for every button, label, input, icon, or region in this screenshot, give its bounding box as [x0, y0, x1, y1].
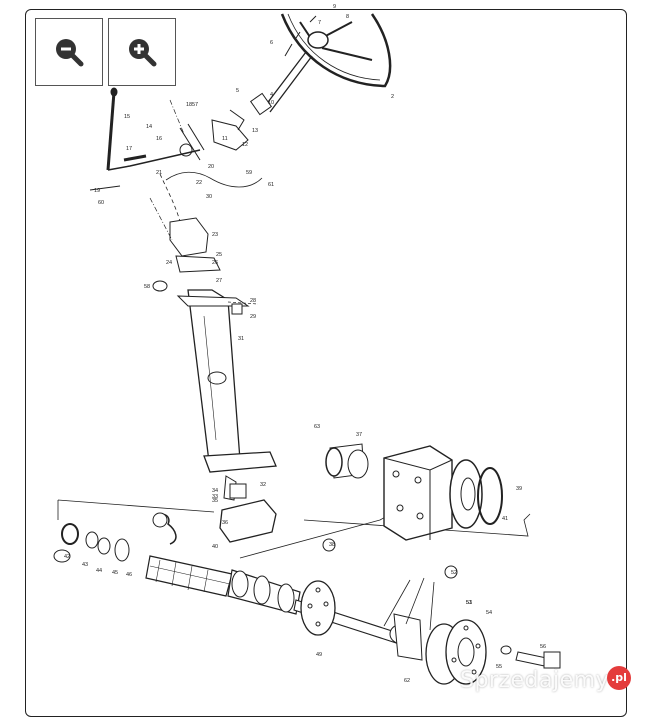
part-label-2: 2	[391, 94, 394, 100]
part-label-60: 60	[98, 200, 104, 206]
part-label-15: 15	[124, 114, 130, 120]
part-label-37: 37	[356, 432, 362, 438]
part-label-27: 27	[216, 278, 222, 284]
part-label-6: 6	[270, 40, 273, 46]
hub-assembly	[383, 577, 561, 685]
part-label-61: 61	[268, 182, 274, 188]
part-label-21: 21	[156, 170, 162, 176]
hydraulic-motor	[325, 443, 503, 541]
part-label-36: 36	[222, 520, 228, 526]
lever	[89, 87, 201, 191]
part-label-31: 31	[238, 336, 244, 342]
part-label-53: 53	[466, 600, 472, 606]
part-label-35: 35	[212, 498, 218, 504]
part-label-49: 49	[316, 652, 322, 658]
column-base	[203, 451, 277, 543]
part-label-18: 18	[186, 102, 192, 108]
part-label-40: 40	[212, 544, 218, 550]
part-label-33: 33	[212, 494, 218, 500]
part-label-29: 29	[250, 314, 256, 320]
upper-bracket	[179, 109, 249, 161]
part-label-22: 22	[196, 180, 202, 186]
part-label-4: 4	[270, 92, 273, 98]
part-label-8: 8	[346, 14, 349, 20]
zoom-out-icon	[56, 39, 84, 67]
part-label-43: 43	[82, 562, 88, 568]
part-label-41: 41	[502, 516, 508, 522]
part-label-42: 42	[64, 554, 70, 560]
part-label-13: 13	[252, 128, 258, 134]
part-label-39: 39	[516, 486, 522, 492]
part-label-28: 28	[250, 298, 256, 304]
part-label-38: 38	[329, 542, 335, 548]
part-label-59: 59	[246, 170, 252, 176]
part-label-24: 24	[166, 260, 172, 266]
steering-column	[176, 289, 259, 471]
part-label-46: 46	[126, 572, 132, 578]
part-label-54: 54	[486, 610, 492, 616]
part-label-17: 17	[126, 146, 132, 152]
part-label-16: 16	[156, 136, 162, 142]
part-label-57: 57	[192, 102, 198, 108]
part-label-30: 30	[206, 194, 212, 200]
part-label-62: 62	[404, 678, 410, 684]
flange-disk	[300, 580, 336, 636]
part-label-63: 63	[314, 424, 320, 430]
part-label-23: 23	[212, 232, 218, 238]
part-label-52: 52	[451, 570, 457, 576]
part-label-56: 56	[540, 644, 546, 650]
upper-shaft	[249, 15, 317, 116]
part-label-11: 11	[222, 136, 228, 142]
mid-bracket	[152, 217, 221, 292]
part-label-45: 45	[112, 570, 118, 576]
part-label-55: 55	[496, 664, 502, 670]
part-label-7: 7	[318, 20, 321, 26]
part-label-26: 26	[212, 260, 218, 266]
zoom-out-button[interactable]	[35, 18, 103, 86]
part-label-12: 12	[242, 142, 248, 148]
part-label-10: 10	[268, 100, 274, 106]
left-seals	[53, 512, 177, 563]
part-label-32: 32	[260, 482, 266, 488]
steering-wheel	[280, 13, 392, 88]
watermark-badge: .pl	[607, 666, 631, 690]
watermark-text: Sprzedajemy	[460, 668, 610, 693]
part-label-51: 51	[466, 600, 472, 606]
spline-shaft	[145, 555, 421, 651]
zoom-in-button[interactable]	[108, 18, 176, 86]
part-label-58: 58	[144, 284, 150, 290]
part-label-14: 14	[146, 124, 152, 130]
part-label-44: 44	[96, 568, 102, 574]
zoom-in-icon	[129, 39, 157, 67]
part-label-5: 5	[236, 88, 239, 94]
part-label-20: 20	[208, 164, 214, 170]
part-label-34: 34	[212, 488, 218, 494]
part-label-25: 25	[216, 252, 222, 258]
part-label-9: 9	[333, 4, 336, 10]
part-labels: 2456789101112131415161718192021222324252…	[64, 4, 546, 684]
part-label-19: 19	[94, 188, 100, 194]
